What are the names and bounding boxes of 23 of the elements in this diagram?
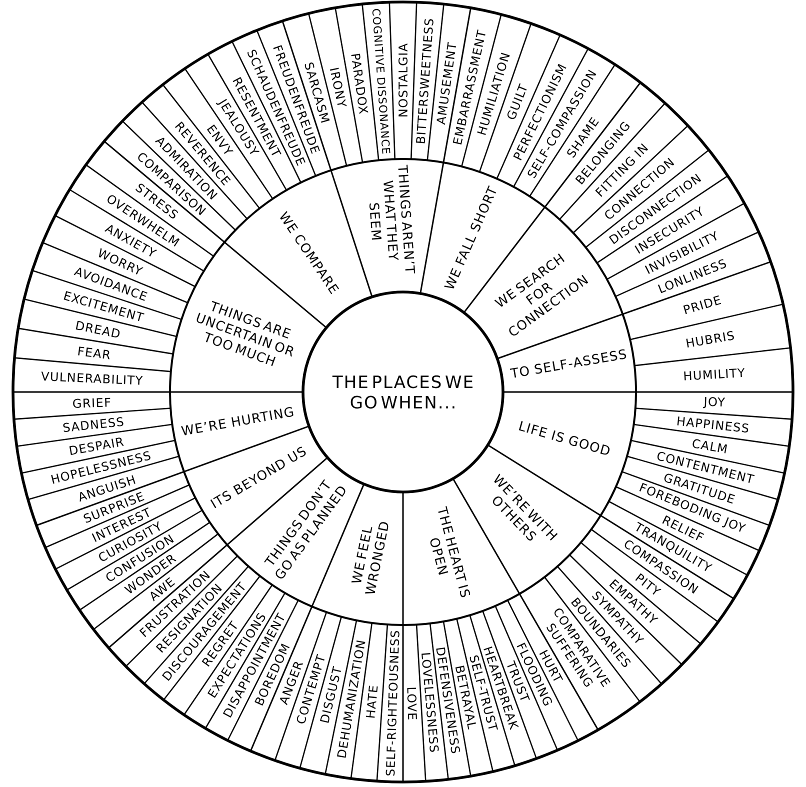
- emotion-label: FEAR: [78, 346, 110, 360]
- emotion-label: PARADOX: [351, 54, 368, 114]
- emotion-label: IRONY: [330, 68, 347, 106]
- emotion-label: HAPPINESS: [677, 416, 748, 432]
- category-label: THINGS AREN’T WHAT THEY SEEM: [369, 164, 416, 274]
- emotion-label: LOVE: [407, 688, 417, 720]
- emotion-label: GRIEF: [73, 398, 110, 408]
- emotion-label: BITTERSWEETNESS: [416, 19, 434, 144]
- emotion-label: NOSTALGIA: [398, 44, 408, 116]
- emotion-label: CALM: [692, 439, 727, 454]
- emotion-label: HUBRIS: [686, 331, 734, 348]
- emotion-label: HUMILITY: [684, 368, 745, 380]
- category-label: LIFE IS GOOD: [518, 421, 610, 455]
- emotion-label: SADNESS: [63, 417, 124, 432]
- emotion-label: HATE: [366, 686, 378, 718]
- emotion-label: SELF-RIGHTEOUSNESS: [386, 631, 400, 776]
- category-label: WE’RE HURTING: [180, 407, 294, 436]
- emotion-label: COGNITIVE DISSONANCE: [372, 9, 390, 154]
- emotion-label: JOY: [702, 397, 726, 408]
- emotion-label: DREAD: [76, 320, 120, 338]
- emotion-label: VULNERABILITY: [41, 372, 143, 385]
- emotion-label: PRIDE: [683, 295, 722, 314]
- category-label: THE HEART IS OPEN: [430, 506, 470, 598]
